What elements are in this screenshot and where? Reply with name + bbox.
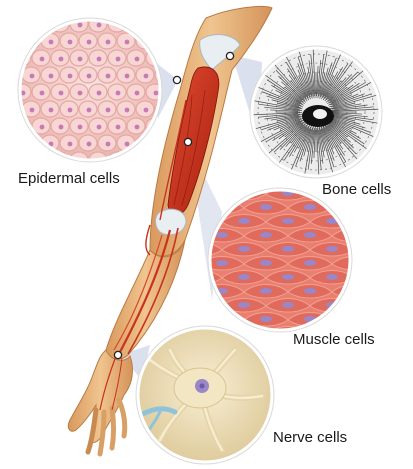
marker-nerve (114, 351, 121, 358)
nerve-cells-image (130, 326, 274, 464)
label-epidermal-cells: Epidermal cells (18, 170, 120, 187)
label-bone-cells: Bone cells (322, 181, 391, 198)
marker-muscle (184, 138, 191, 145)
marker-bone (226, 52, 233, 59)
bone-cells-image (249, 45, 383, 179)
label-muscle-cells: Muscle cells (293, 331, 375, 348)
marker-epidermal (173, 76, 180, 83)
label-nerve-cells: Nerve cells (273, 429, 347, 446)
